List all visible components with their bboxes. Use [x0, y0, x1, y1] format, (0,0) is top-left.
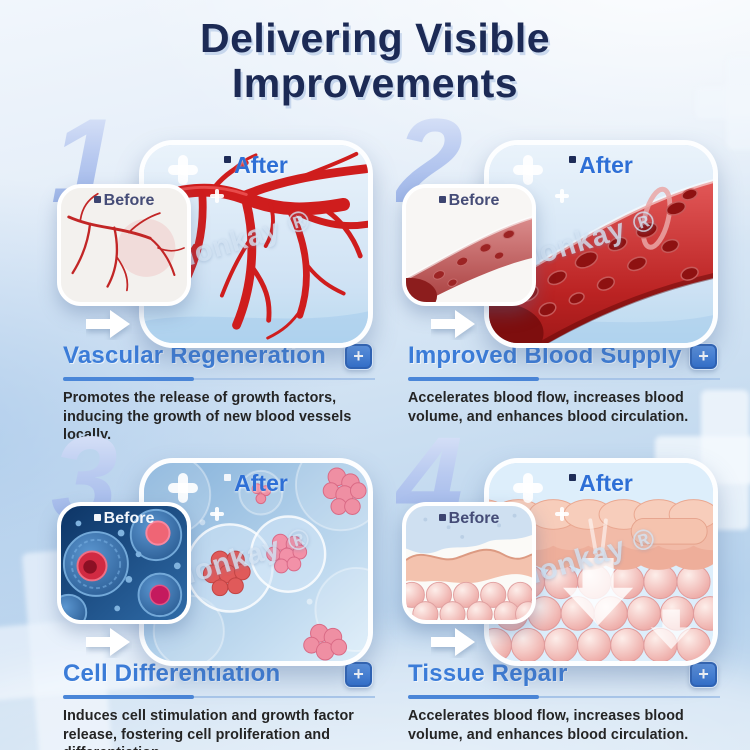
- vessels-before-illustration: [61, 188, 187, 302]
- blood-vessel-before-illustration: [406, 188, 532, 302]
- before-image-tissue: Before: [402, 502, 536, 624]
- plus-badge-icon: +: [689, 660, 718, 688]
- arrow-right-icon: [431, 628, 475, 656]
- arrow-right-icon: [431, 310, 475, 338]
- arrow-right-icon: [86, 310, 130, 338]
- arrow-right-icon: [86, 628, 130, 656]
- tissue-after-illustration: [489, 463, 713, 661]
- before-image-vessels: Before: [57, 184, 191, 306]
- plus-badge-icon: +: [344, 342, 373, 370]
- section-description: Accelerates blood flow, increases blood …: [408, 708, 689, 743]
- header: Delivering Visible Improvements: [0, 15, 750, 107]
- label-bullet-icon: [224, 156, 232, 163]
- label-bullet-icon: [224, 474, 232, 481]
- panel-vascular-regeneration: 1: [51, 101, 377, 443]
- section-description: Promotes the release of growth factors, …: [63, 390, 352, 443]
- divider: [408, 377, 720, 381]
- before-image-cells: Before: [57, 502, 191, 624]
- page-title: Delivering Visible Improvements: [0, 15, 750, 107]
- before-label: Before: [61, 510, 187, 528]
- panel-text: Tissue Repair + Accelerates blood flow, …: [408, 660, 722, 744]
- panel-improved-blood-supply: 2: [396, 101, 722, 434]
- after-image-tissue: After Honkay ®: [484, 458, 718, 666]
- cells-before-illustration: [61, 506, 187, 620]
- after-image-cells: After Honkay ®: [139, 458, 373, 666]
- label-bullet-icon: [93, 514, 101, 521]
- after-label: After: [489, 470, 713, 497]
- divider: [63, 695, 375, 699]
- before-label: Before: [406, 510, 532, 528]
- before-label: Before: [61, 192, 187, 210]
- section-description: Induces cell stimulation and growth fact…: [63, 708, 354, 750]
- panel-text: Cell Differentiation + Induces cell stim…: [63, 660, 377, 750]
- before-label: Before: [406, 192, 532, 210]
- before-image-blood-vessel: Before: [402, 184, 536, 306]
- after-label: After: [489, 152, 713, 179]
- after-label: After: [144, 470, 368, 497]
- plus-badge-icon: +: [344, 660, 373, 688]
- label-bullet-icon: [569, 474, 577, 481]
- section-description: Accelerates blood flow, increases blood …: [408, 390, 689, 425]
- divider: [63, 377, 375, 381]
- cells-after-illustration: [144, 463, 368, 661]
- divider: [408, 695, 720, 699]
- label-bullet-icon: [438, 514, 446, 521]
- label-bullet-icon: [438, 196, 446, 203]
- panel-tissue-repair: 4: [396, 419, 722, 750]
- after-label: After: [144, 152, 368, 179]
- page-title-line1: Delivering Visible: [199, 15, 551, 61]
- tissue-before-illustration: [406, 506, 532, 620]
- panel-cell-differentiation: 3: [51, 419, 377, 750]
- label-bullet-icon: [569, 156, 577, 163]
- page-title-line2: Improvements: [231, 60, 519, 107]
- plus-badge-icon: +: [689, 342, 718, 370]
- label-bullet-icon: [93, 196, 101, 203]
